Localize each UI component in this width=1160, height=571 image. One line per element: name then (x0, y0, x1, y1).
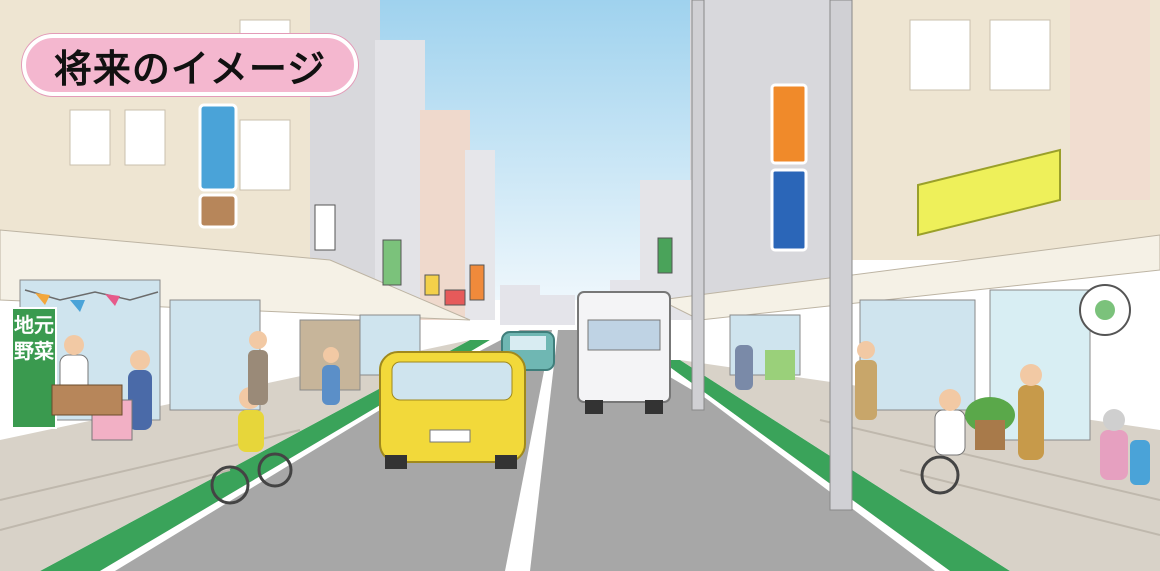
road-center-line (505, 330, 558, 571)
right-signs (657, 83, 1131, 336)
delivery-truck (577, 291, 671, 414)
future-image-badge: 将来のイメージ (22, 34, 358, 96)
vegetable-sign-text: 地元野菜 (14, 313, 54, 363)
utility-pole-far (691, 0, 705, 411)
sidewalk-left (0, 340, 470, 571)
pedestrians-right (735, 341, 1150, 495)
green-lane-left (40, 340, 490, 571)
yellow-car (379, 351, 526, 469)
potted-plants (965, 397, 1015, 450)
badge-title: 将来のイメージ (53, 46, 327, 91)
vegetable-stall (51, 384, 123, 416)
left-signs (198, 103, 485, 306)
vegetable-sign-board (11, 307, 57, 429)
lane-edge-right (655, 360, 950, 571)
utility-pole-near (829, 0, 853, 511)
